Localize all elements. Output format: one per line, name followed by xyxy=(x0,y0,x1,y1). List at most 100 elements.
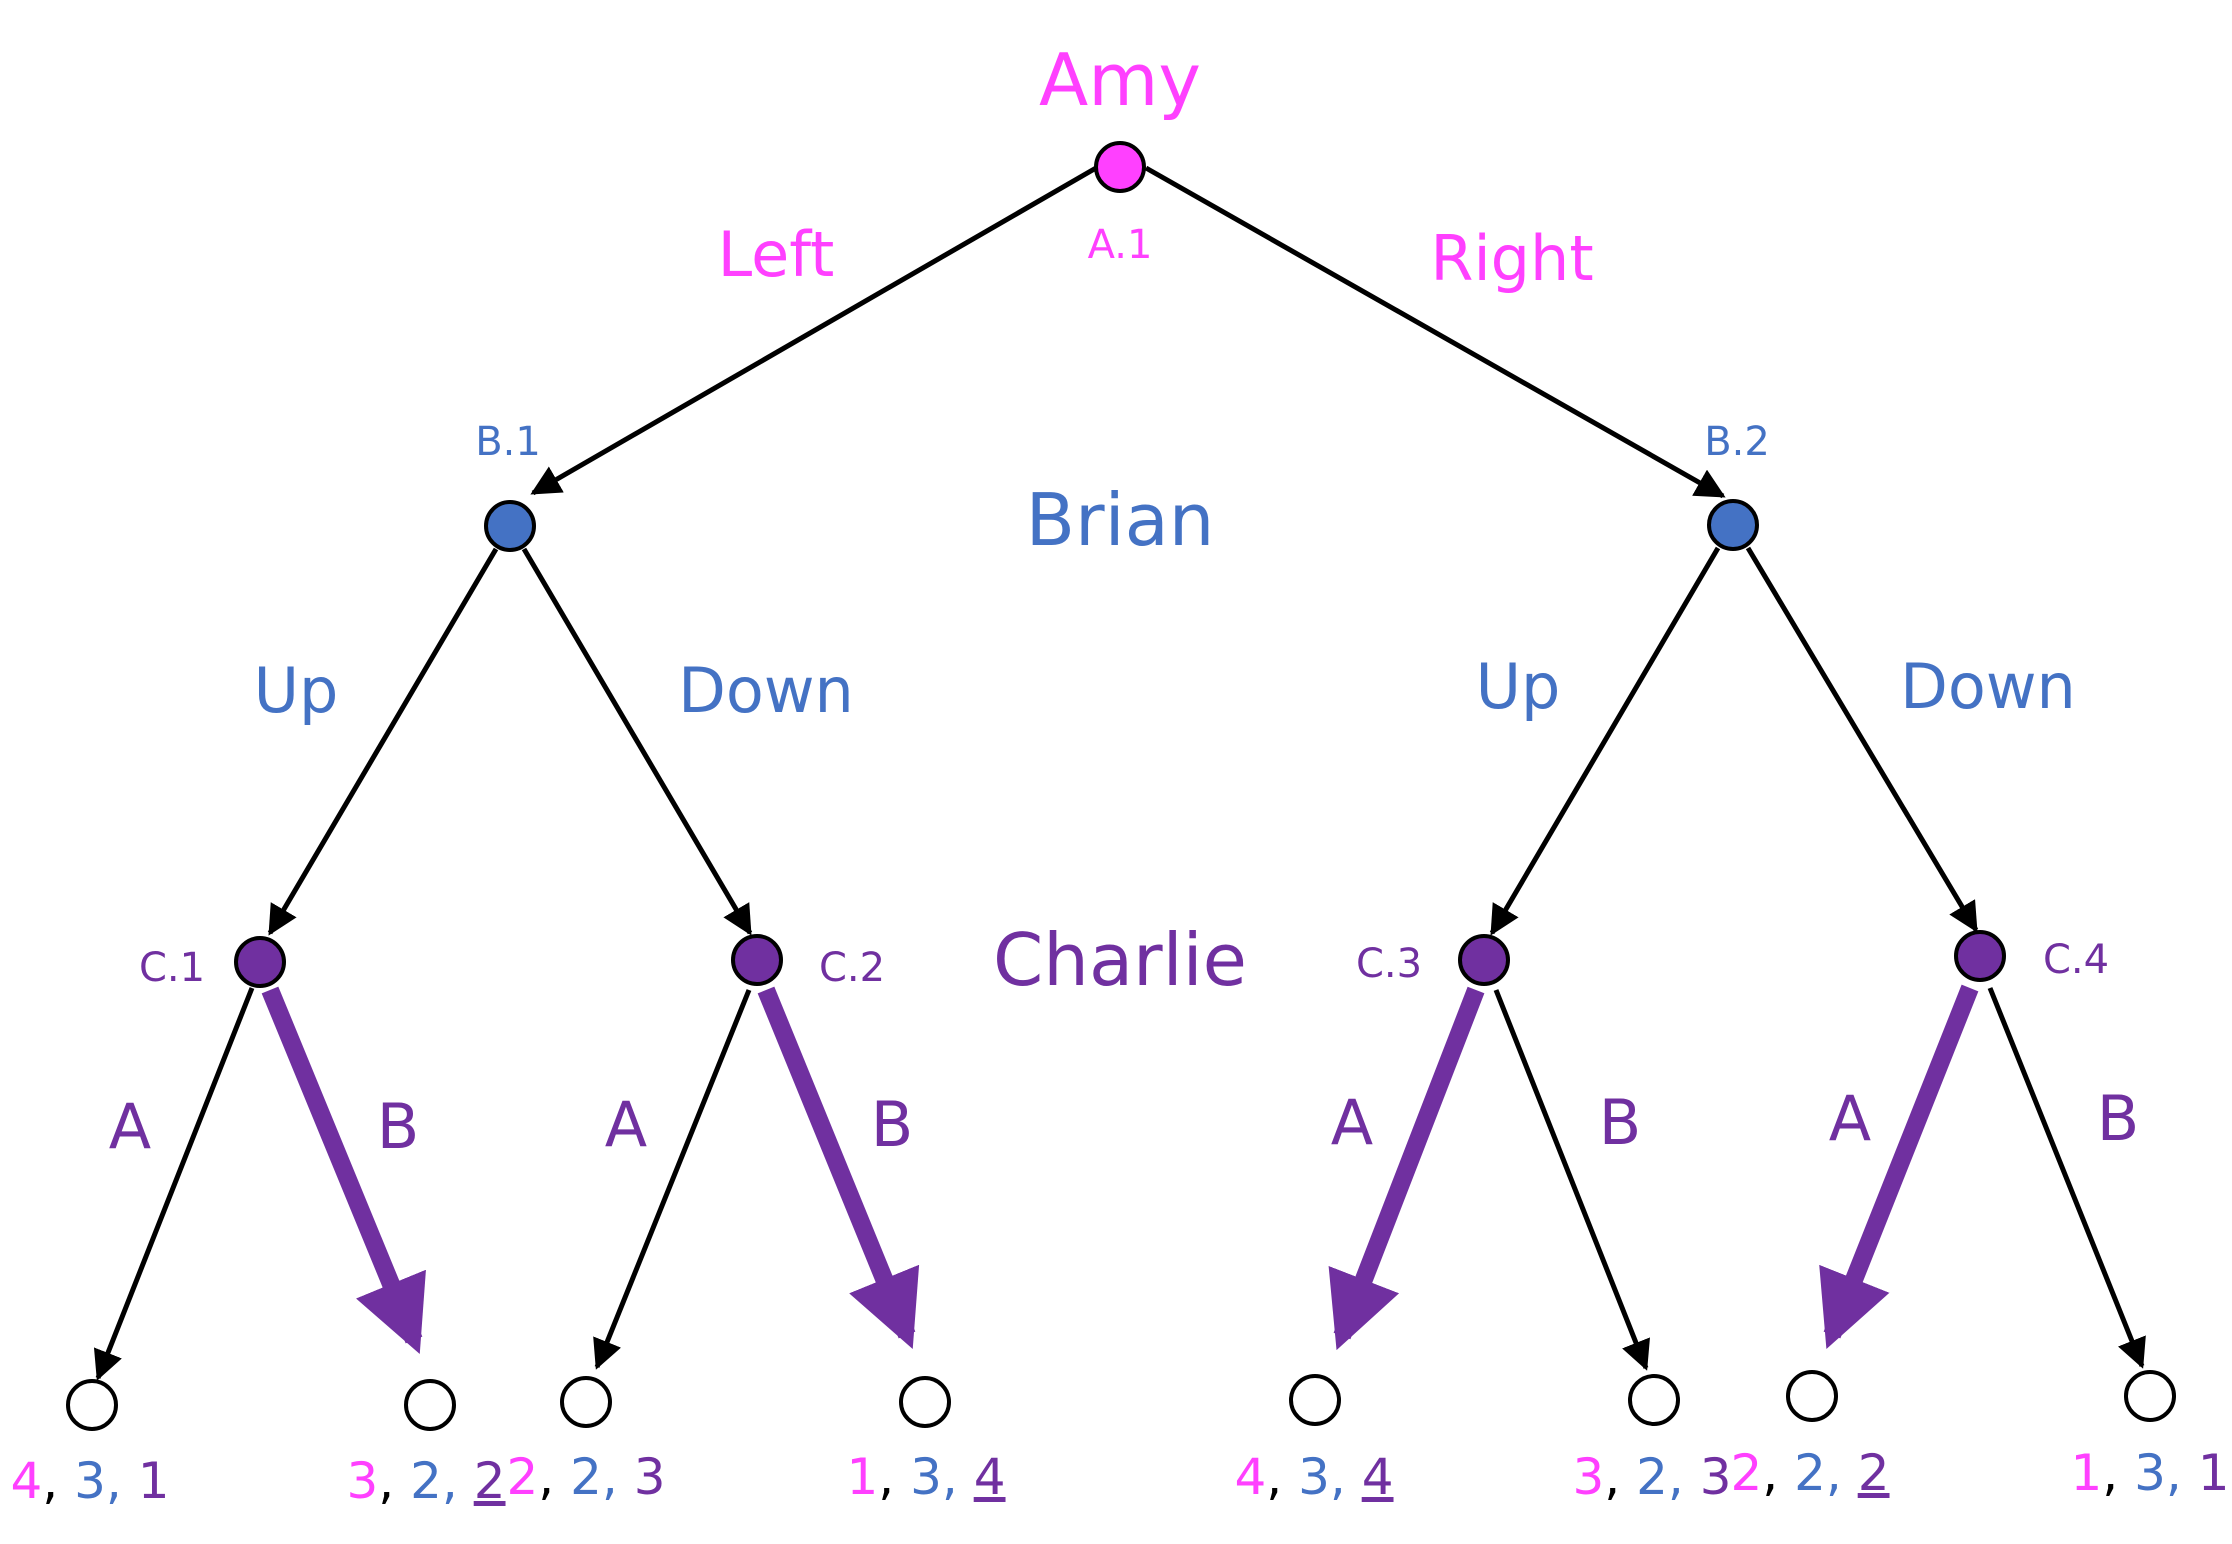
move-label-c3-a: A xyxy=(1331,1086,1373,1159)
node-label-b2: B.2 xyxy=(1704,419,1770,465)
payoff-label: 1, 3, 1 xyxy=(2070,1444,2229,1502)
payoff-brian: 2 xyxy=(1636,1448,1668,1506)
move-label-c2-a: A xyxy=(605,1088,647,1161)
move-label-b2-up: Up xyxy=(1476,650,1561,723)
player-name-charlie: Charlie xyxy=(993,918,1247,1002)
payoff-separator: , xyxy=(378,1452,410,1510)
edge-b1-up xyxy=(267,547,499,936)
terminal-node xyxy=(66,1379,118,1431)
edge-b2-down xyxy=(1745,546,1979,933)
payoff-label: 1, 3, 4 xyxy=(846,1448,1005,1506)
payoff-label: 3, 2, 3 xyxy=(1572,1448,1731,1506)
node-c1 xyxy=(234,936,286,988)
payoff-amy: 1 xyxy=(2070,1444,2102,1502)
payoff-separator: , xyxy=(42,1452,74,1510)
payoff-separator: , xyxy=(538,1448,570,1506)
payoff-amy: 2 xyxy=(506,1448,538,1506)
payoff-amy: 1 xyxy=(846,1448,878,1506)
move-label-right: Right xyxy=(1430,222,1593,295)
payoff-charlie: 1 xyxy=(138,1452,170,1510)
payoff-brian: 3 xyxy=(74,1452,106,1510)
payoff-charlie: 3 xyxy=(634,1448,666,1506)
payoff-brian: 2 xyxy=(1794,1444,1826,1502)
payoff-charlie: 4 xyxy=(974,1448,1006,1506)
edge-c1-b-best xyxy=(261,986,426,1354)
payoff-separator: , xyxy=(602,1448,634,1506)
payoff-brian: 3 xyxy=(1298,1448,1330,1506)
payoff-label: 3, 2, 2 xyxy=(346,1452,505,1510)
move-label-c4-b: B xyxy=(2097,1082,2140,1155)
move-label-left: Left xyxy=(718,218,835,291)
payoff-brian: 3 xyxy=(2134,1444,2166,1502)
terminal-node xyxy=(1628,1374,1680,1426)
payoff-separator: , xyxy=(1826,1444,1858,1502)
edge-right xyxy=(1144,165,1726,499)
player-name-amy: Amy xyxy=(1039,38,1201,122)
payoff-charlie: 2 xyxy=(474,1452,506,1510)
node-a1 xyxy=(1094,141,1146,193)
edge-c2-b-best xyxy=(757,986,920,1349)
node-b1 xyxy=(484,500,536,552)
edge-c3-b xyxy=(1493,989,1650,1371)
node-c2 xyxy=(731,934,783,986)
node-label-c1: C.1 xyxy=(139,945,205,991)
payoff-separator: , xyxy=(878,1448,910,1506)
payoff-separator: , xyxy=(1668,1448,1700,1506)
payoff-separator: , xyxy=(106,1452,138,1510)
node-c3 xyxy=(1458,934,1510,986)
node-c4 xyxy=(1954,930,2006,982)
edge-c4-a-best xyxy=(1819,984,1979,1350)
move-label-b1-down: Down xyxy=(678,654,854,727)
payoff-label: 2, 2, 3 xyxy=(506,1448,665,1506)
payoff-brian: 2 xyxy=(570,1448,602,1506)
move-label-b2-down: Down xyxy=(1900,650,2076,723)
payoff-separator: , xyxy=(2166,1444,2198,1502)
terminal-node xyxy=(1289,1374,1341,1426)
edge-c1-a xyxy=(93,987,255,1381)
terminal-node xyxy=(899,1376,951,1428)
payoff-brian: 2 xyxy=(410,1452,442,1510)
payoff-charlie: 3 xyxy=(1700,1448,1732,1506)
edge-b2-up xyxy=(1489,546,1721,936)
node-label-c2: C.2 xyxy=(819,945,885,991)
edge-left xyxy=(530,165,1098,496)
payoff-amy: 4 xyxy=(10,1452,42,1510)
payoff-charlie: 2 xyxy=(1858,1444,1890,1502)
payoff-amy: 3 xyxy=(346,1452,378,1510)
payoff-separator: , xyxy=(2102,1444,2134,1502)
payoff-charlie: 4 xyxy=(1362,1448,1394,1506)
move-label-c4-a: A xyxy=(1829,1082,1871,1155)
edge-c2-a xyxy=(593,989,752,1370)
terminal-node xyxy=(404,1379,456,1431)
payoff-brian: 3 xyxy=(910,1448,942,1506)
move-label-c1-a: A xyxy=(109,1090,151,1163)
payoff-amy: 2 xyxy=(1730,1444,1762,1502)
payoff-label: 4, 3, 1 xyxy=(10,1452,169,1510)
player-name-brian: Brian xyxy=(1026,478,1215,562)
payoff-charlie: 1 xyxy=(2198,1444,2230,1502)
payoff-separator: , xyxy=(1330,1448,1362,1506)
payoff-separator: , xyxy=(1604,1448,1636,1506)
payoff-label: 2, 2, 2 xyxy=(1730,1444,1889,1502)
edge-c3-a-best xyxy=(1328,986,1485,1351)
move-label-c1-b: B xyxy=(377,1090,420,1163)
move-label-c2-b: B xyxy=(871,1088,914,1161)
terminal-node xyxy=(1786,1370,1838,1422)
payoff-amy: 3 xyxy=(1572,1448,1604,1506)
payoff-label: 4, 3, 4 xyxy=(1234,1448,1393,1506)
node-label-b1: B.1 xyxy=(475,419,541,465)
terminal-node xyxy=(560,1376,612,1428)
edge-c4-b xyxy=(1987,987,2146,1369)
node-label-c3: C.3 xyxy=(1356,941,1422,987)
terminal-node xyxy=(2124,1370,2176,1422)
move-label-c3-b: B xyxy=(1599,1086,1642,1159)
payoff-amy: 4 xyxy=(1234,1448,1266,1506)
edge-b1-down xyxy=(521,547,753,936)
payoff-separator: , xyxy=(442,1452,474,1510)
payoff-separator: , xyxy=(1762,1444,1794,1502)
node-label-a1: A.1 xyxy=(1088,222,1153,268)
payoff-separator: , xyxy=(942,1448,974,1506)
move-label-b1-up: Up xyxy=(254,654,339,727)
node-label-c4: C.4 xyxy=(2043,937,2109,983)
